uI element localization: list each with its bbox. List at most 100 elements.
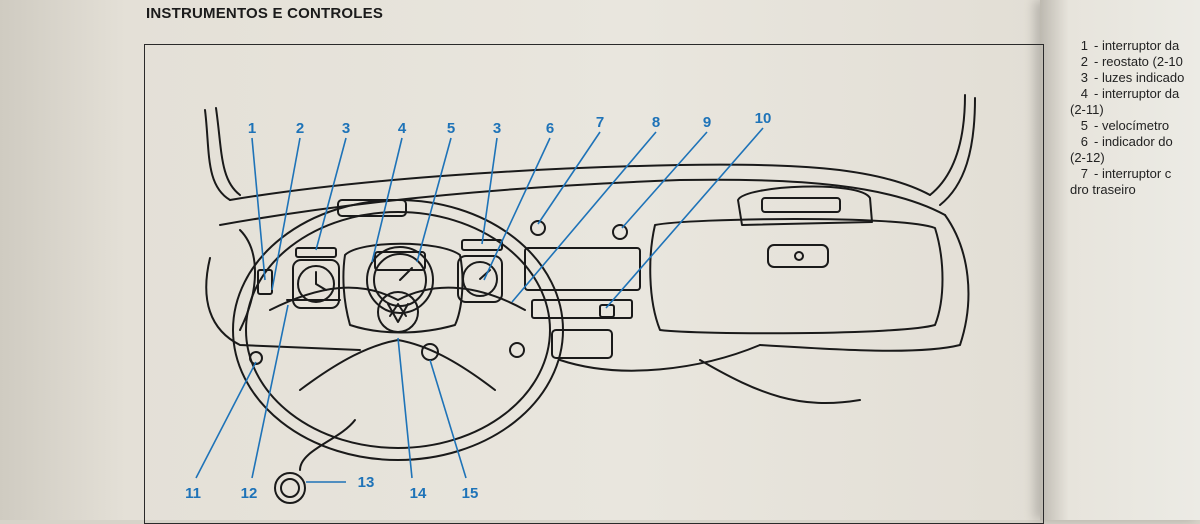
right-vent-grille — [761, 197, 841, 213]
dash-top — [229, 163, 931, 201]
glove-box-latch — [767, 244, 829, 268]
horn-cable — [299, 419, 356, 471]
callout-4: 4 — [398, 120, 407, 137]
legend-number: 6 — [1080, 134, 1088, 149]
leader-2 — [271, 137, 301, 291]
legend-text: - reostato (2-10 — [1094, 54, 1183, 69]
cluster-housing — [342, 242, 464, 334]
callout-15: 15 — [462, 485, 479, 502]
leader-4 — [371, 137, 403, 263]
legend-text: - interruptor da — [1094, 86, 1180, 101]
leader-7 — [537, 131, 601, 225]
legend-item: 1 - interruptor da — [1070, 38, 1200, 54]
vw-emblem — [377, 291, 419, 333]
center-panel — [551, 329, 613, 359]
legend-text: - interruptor c — [1094, 166, 1172, 181]
callout-6: 6 — [546, 120, 554, 137]
callout-3a: 3 — [342, 120, 350, 137]
steering-spoke-bottom — [299, 339, 496, 391]
legend-list: 1 - interruptor da 2 - reostato (2-10 3 - l… — [1070, 38, 1200, 198]
leader-3b — [481, 137, 498, 245]
leader-1 — [251, 137, 266, 281]
clock-face — [297, 265, 335, 303]
leader-10 — [605, 127, 764, 309]
legend-item: 5- velocímetro — [1070, 118, 1200, 134]
legend-item: 3 - luzes indicado — [1070, 70, 1200, 86]
legend-item: 2 - reostato (2-10 — [1070, 54, 1200, 70]
callout-1: 1 — [248, 120, 256, 137]
steering-spoke-top — [269, 286, 526, 311]
leader-5 — [416, 137, 452, 263]
leader-8 — [511, 131, 657, 303]
legend-text: - interruptor da — [1094, 38, 1180, 53]
legend-number: 7 — [1080, 166, 1088, 181]
leader-6 — [483, 137, 551, 281]
callout-5: 5 — [447, 120, 455, 137]
page-title: INSTRUMENTOS E CONTROLES — [146, 5, 384, 22]
radio-slot — [531, 299, 633, 319]
callout-labels: 1 2 3 4 5 3 6 7 8 9 10 11 12 13 14 15 — [185, 110, 771, 502]
legend-item: 7 - interruptor c dro traseiro — [1070, 166, 1200, 198]
legend-text: - luzes indicado — [1094, 70, 1185, 85]
vw-emblem-mark — [387, 303, 409, 323]
wiper-switch — [530, 220, 546, 236]
dash-right-end — [759, 214, 970, 352]
dash-left-end — [205, 257, 361, 351]
legend-number: 4 — [1080, 86, 1088, 101]
clock-hands — [315, 271, 327, 291]
right-pillar-inner — [939, 97, 976, 206]
hazard-switch — [612, 224, 628, 240]
leader-12 — [251, 304, 289, 479]
horn-button — [274, 472, 306, 504]
leader-15 — [429, 359, 467, 479]
floor-line-1 — [559, 344, 761, 372]
legend-number: 2 — [1080, 54, 1088, 69]
leader-3a — [315, 137, 347, 251]
left-pillar — [204, 109, 231, 201]
radio-opening — [524, 247, 641, 291]
callout-7: 7 — [596, 114, 604, 131]
clock-gauge — [292, 259, 340, 309]
legend-continuation: (2-11) — [1070, 102, 1104, 117]
callout-2: 2 — [296, 120, 304, 137]
rear-defrost-switch — [599, 304, 615, 318]
right-page — [1040, 0, 1200, 520]
cigarette-lighter — [509, 342, 525, 358]
steering-wheel-rim — [232, 199, 564, 461]
callout-11: 11 — [185, 485, 201, 502]
glove-box — [649, 218, 944, 335]
callout-9: 9 — [703, 114, 711, 131]
steering-wheel-rim-inner — [245, 211, 551, 449]
speedometer — [366, 246, 434, 314]
legend-item: 4 - interruptor da (2-11) — [1070, 86, 1200, 118]
fuel-gauge — [457, 255, 503, 303]
leader-14 — [397, 337, 413, 479]
legend-continuation: dro traseiro — [1070, 182, 1136, 197]
legend-item: 6 - indicador do (2-12) — [1070, 134, 1200, 166]
horn-button-inner — [280, 478, 300, 498]
right-pillar — [929, 94, 966, 196]
legend-text: - velocímetro — [1094, 118, 1170, 133]
right-vent — [737, 185, 873, 226]
dash-left-panel — [239, 229, 256, 331]
legend-number: 1 — [1080, 38, 1088, 53]
leader-lines — [195, 127, 764, 483]
glove-box-lock — [794, 251, 804, 261]
line-art — [204, 94, 976, 504]
legend-continuation: (2-12) — [1070, 150, 1105, 165]
callout-14: 14 — [410, 485, 427, 502]
leader-9 — [621, 131, 708, 229]
speedometer-window — [374, 251, 426, 271]
callout-12: 12 — [241, 485, 258, 502]
callout-8: 8 — [652, 114, 660, 131]
callout-10: 10 — [755, 110, 772, 127]
fuel-face — [462, 261, 498, 297]
left-pillar-inner — [215, 107, 241, 196]
leader-11 — [195, 361, 257, 479]
floor-line-2 — [699, 359, 861, 405]
callout-13: 13 — [358, 474, 375, 491]
legend-number: 3 — [1080, 70, 1088, 85]
legend-text: - indicador do — [1094, 134, 1173, 149]
dash-top-inner — [219, 178, 946, 226]
